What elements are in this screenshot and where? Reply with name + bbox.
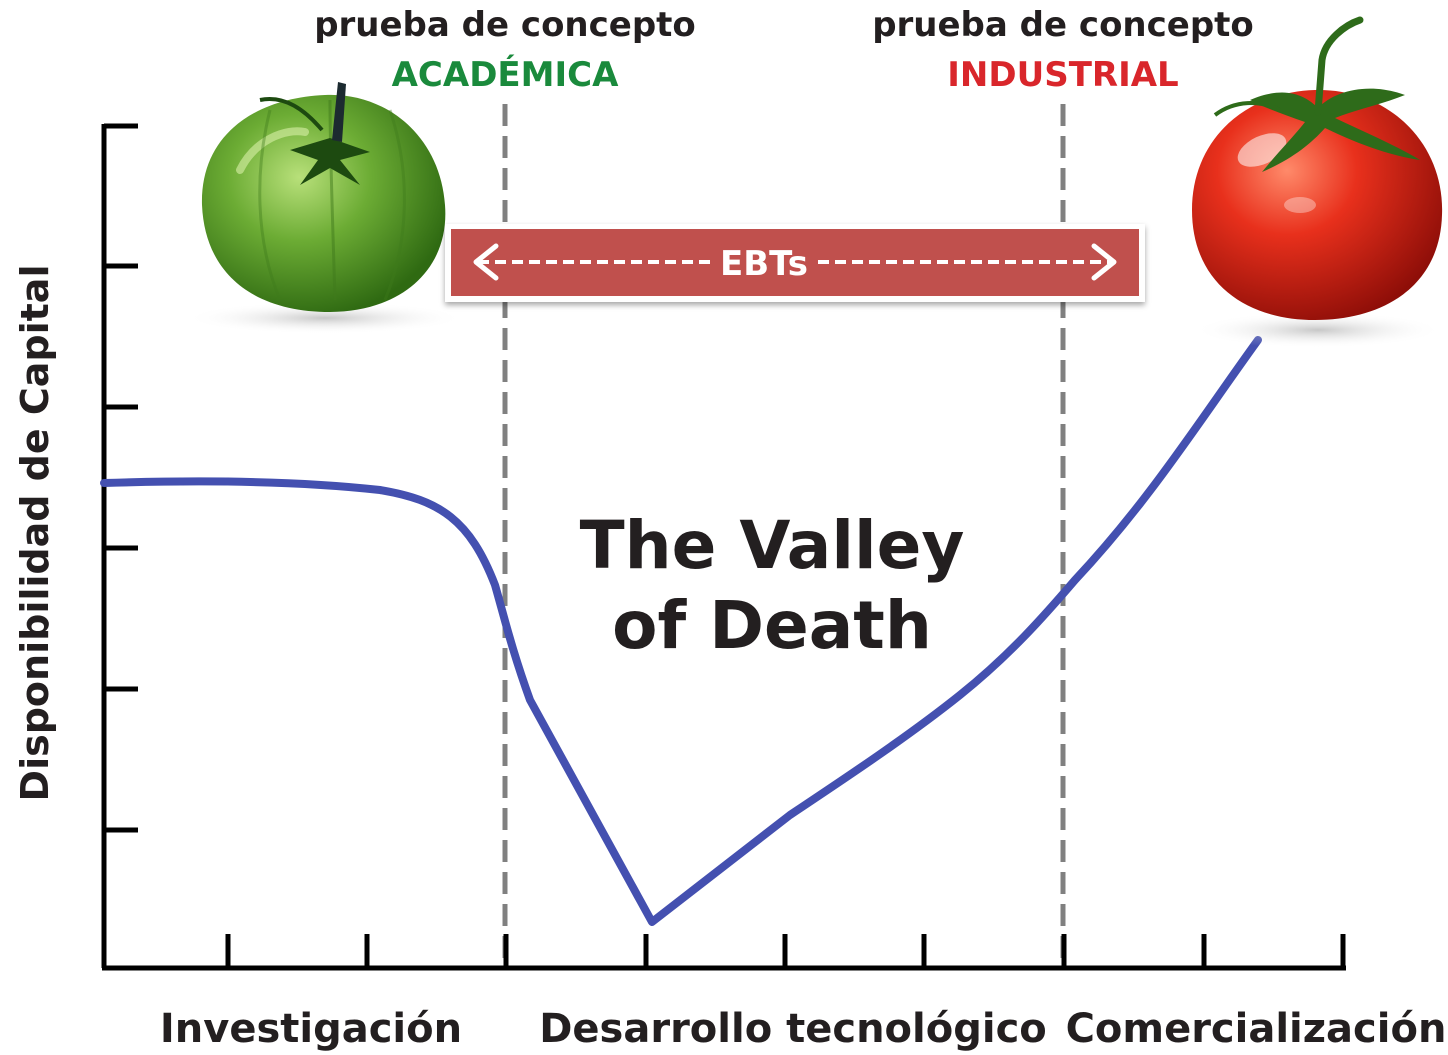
x-label-investigacion: Investigación	[160, 1006, 462, 1052]
academic-poc-label: prueba de concepto	[314, 5, 696, 45]
industrial-label: INDUSTRIAL	[947, 55, 1178, 95]
x-label-comercializacion: Comercialización	[1066, 1006, 1447, 1052]
axes	[101, 123, 1346, 971]
ebts-banner: EBTs	[445, 224, 1145, 302]
academica-label: ACADÉMICA	[392, 54, 619, 95]
green-tomato-image	[185, 82, 465, 334]
red-tomato-image	[1192, 16, 1443, 348]
capital-curve	[100, 336, 1262, 926]
valley-title-line1: The Valley	[580, 507, 965, 584]
arrow-right-icon	[1091, 243, 1117, 281]
x-label-desarrollo: Desarrollo tecnológico	[539, 1006, 1047, 1052]
arrow-left-icon	[473, 243, 499, 281]
y-axis-label: Disponibilidad de Capital	[13, 265, 57, 802]
ebts-label: EBTs	[720, 244, 808, 284]
industrial-poc-label: prueba de concepto	[872, 5, 1254, 45]
valley-title-line2: of Death	[612, 587, 932, 664]
